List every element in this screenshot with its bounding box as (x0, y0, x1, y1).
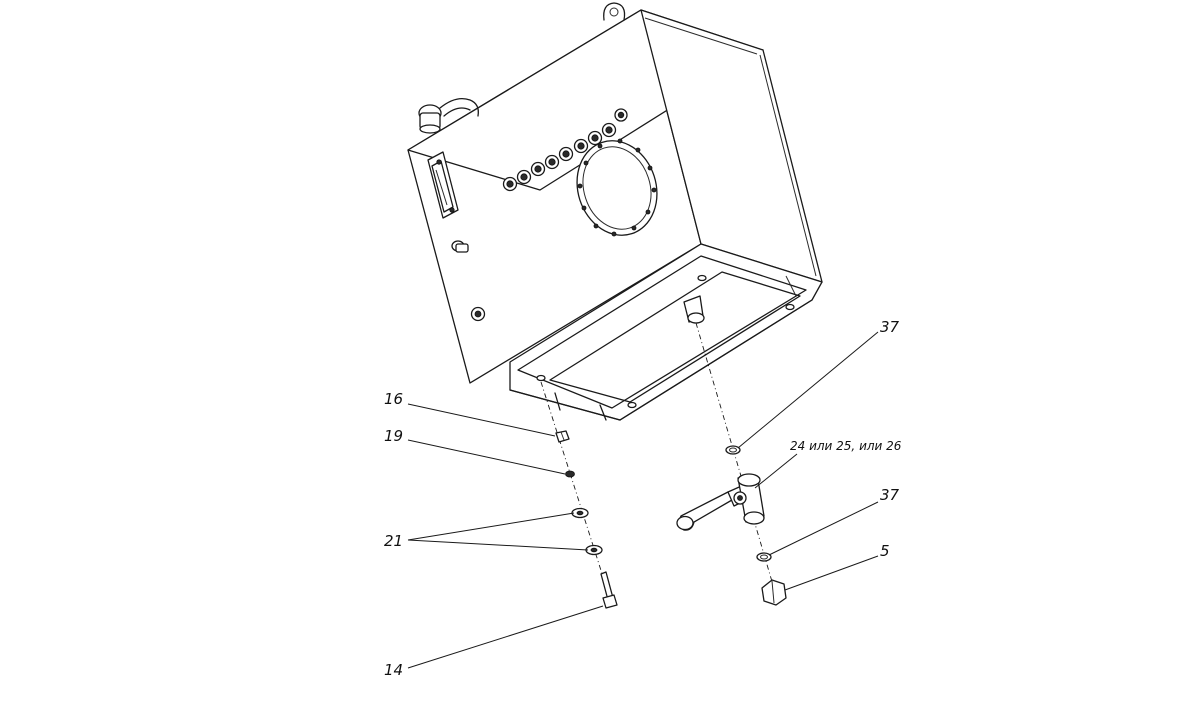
lifting-eye (603, 2, 626, 21)
port-plug-row (502, 108, 628, 192)
side-fitting-lower (470, 306, 486, 322)
drain-boss (683, 295, 705, 324)
callout-37-lower: 37 (880, 486, 900, 504)
leader-21-b (407, 539, 589, 551)
tank-base-frame (509, 243, 823, 421)
side-fitting-upper (451, 240, 469, 253)
hydraulic-tank (407, 2, 823, 421)
callout-37-upper: 37 (880, 318, 900, 336)
callout-24: 24 или 25, или 26 (790, 439, 902, 453)
ball-valve-24 (676, 473, 765, 531)
bolt-14 (600, 571, 618, 609)
leader-24 (754, 453, 798, 489)
lock-washer-19 (565, 470, 575, 478)
washer-21-upper (571, 507, 589, 519)
nut-16 (555, 430, 570, 443)
callout-19: 19 (384, 427, 403, 445)
leader-5 (784, 555, 879, 591)
seal-ring-37-lower (756, 552, 772, 562)
plug-5 (761, 579, 787, 606)
level-gauge (427, 151, 459, 219)
filler-cap (418, 97, 479, 134)
callout-21: 21 (384, 532, 403, 550)
seal-ring-37-upper (725, 445, 741, 455)
bolt-axis-line (540, 381, 613, 606)
leader-14 (407, 605, 604, 669)
callout-14: 14 (384, 661, 403, 679)
washer-21-lower (585, 544, 603, 556)
callout-16: 16 (384, 390, 403, 408)
leader-37-lower (768, 501, 879, 556)
leader-16 (407, 403, 556, 437)
callout-5: 5 (880, 542, 890, 560)
inspection-flange (576, 138, 658, 237)
leader-21-a (407, 512, 575, 541)
leader-19 (407, 439, 566, 475)
leader-37-upper (737, 331, 879, 449)
